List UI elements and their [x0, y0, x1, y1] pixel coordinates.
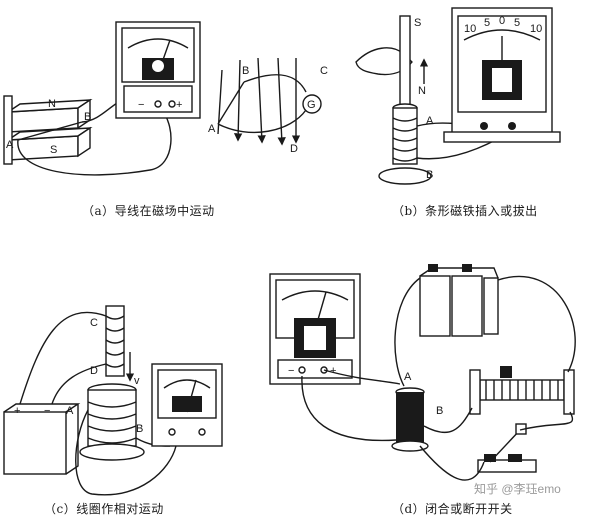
- wire-d-battery-coil: [394, 277, 421, 387]
- panel-d: − + A B: [269, 264, 576, 481]
- battery-plus: +: [14, 405, 20, 417]
- galvanometer-a: − +: [115, 21, 201, 119]
- secondary-coil: [79, 383, 145, 461]
- battery-pack: [419, 264, 499, 337]
- wire-d-switch-coil: [419, 445, 485, 481]
- d-b-label: B: [436, 405, 443, 417]
- wire-d-battery-rheostat: [497, 275, 576, 373]
- panel-c: + − v C D A B: [3, 305, 223, 496]
- magnet-s-label: S: [50, 144, 57, 156]
- bar-magnet-s: S: [414, 17, 421, 29]
- scale-10-right: 10: [530, 23, 542, 35]
- conductor-ab: [17, 121, 83, 141]
- wire-c-a: [75, 409, 177, 496]
- velocity-label: v: [134, 375, 140, 387]
- point-a-label: A: [6, 139, 14, 151]
- wire-d-switch: [519, 411, 574, 431]
- coil-b: [378, 103, 432, 185]
- scale-10-left: 10: [464, 23, 476, 35]
- scale-5-left: 5: [484, 17, 490, 29]
- horseshoe-magnet: N S: [3, 95, 93, 165]
- bar-magnet: [399, 15, 411, 109]
- magnet-n-label: N: [48, 98, 56, 110]
- c-c-label: C: [90, 317, 98, 329]
- c-a-label: A: [66, 405, 74, 417]
- caption-d: （d）闭合或断开开关: [392, 502, 513, 516]
- inset-g-label: G: [307, 99, 316, 111]
- caption-c: （c）线圈作相对运动: [44, 502, 164, 516]
- wire-c-minus: [51, 363, 107, 405]
- primary-coil: [105, 305, 125, 377]
- point-b-label: B: [84, 111, 91, 123]
- coil-b-b-label: B: [426, 169, 433, 181]
- wire-d-meter-a: [323, 369, 401, 385]
- bar-magnet-n: N: [418, 85, 426, 97]
- d-a-label: A: [404, 371, 412, 383]
- watermark: 知乎 @李珏emo: [474, 482, 561, 496]
- wire-c-plus: [19, 311, 107, 405]
- battery-minus: −: [44, 405, 50, 417]
- galvanometer-d: − +: [269, 273, 361, 385]
- scale-5-right: 5: [514, 17, 520, 29]
- knife-switch: [477, 423, 537, 473]
- wire-d-meter-b: [301, 375, 397, 442]
- inset-d-label: D: [290, 143, 298, 155]
- rheostat: [469, 366, 575, 415]
- inset-field: B A G C D: [208, 57, 328, 155]
- panel-a: N S A B − +: [3, 21, 328, 176]
- inset-c-label: C: [320, 65, 328, 77]
- meter-d-minus: −: [288, 365, 294, 377]
- caption-b: （b）条形磁铁插入或拔出: [392, 204, 538, 218]
- galvanometer-c: [151, 363, 223, 447]
- wire-d-coil-rheostat: [423, 407, 473, 434]
- battery-c: + −: [3, 403, 81, 475]
- coil-d: [391, 387, 429, 452]
- coil-b-a-label: A: [426, 115, 434, 127]
- scale-0: 0: [499, 15, 505, 27]
- caption-a: （a）导线在磁场中运动: [82, 204, 215, 218]
- panel-b: S N A B 10 5 0 5 10: [355, 7, 561, 185]
- inset-a-label: A: [208, 123, 216, 135]
- c-d-label: D: [90, 365, 98, 377]
- wire-a: [17, 107, 172, 176]
- meter-d-plus: +: [330, 365, 336, 377]
- inset-b-label: B: [242, 65, 249, 77]
- meter-a-plus: +: [176, 99, 182, 111]
- meter-a-minus: −: [138, 99, 144, 111]
- inset-galvanometer: [302, 94, 322, 114]
- c-b-label: B: [136, 423, 143, 435]
- moving-conductor: [217, 81, 245, 125]
- galvanometer-b: 10 5 0 5 10: [443, 7, 561, 143]
